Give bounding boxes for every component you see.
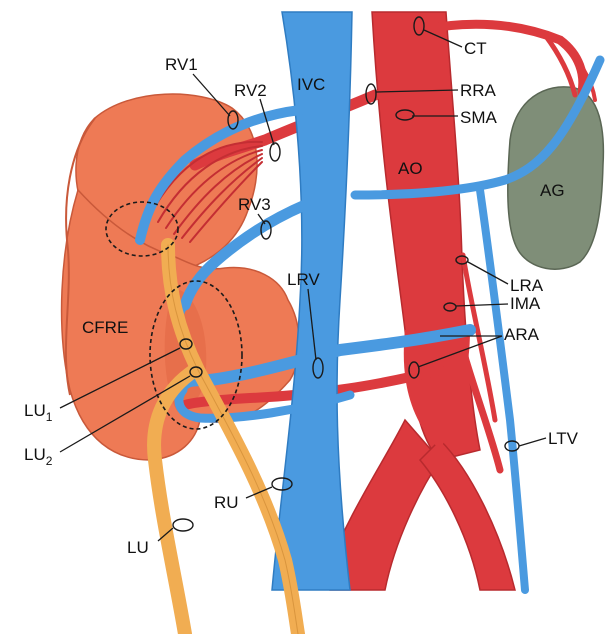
- label-ao: AO: [398, 159, 423, 178]
- label-cfre: CFRE: [82, 318, 128, 337]
- label-lrv: LRV: [287, 270, 320, 289]
- leader-ltv: [519, 438, 546, 446]
- label-rv3: RV3: [238, 195, 271, 214]
- label-ag: AG: [540, 181, 565, 200]
- label-ct: CT: [464, 39, 487, 58]
- ring-lu: [173, 519, 193, 531]
- label-lu: LU: [127, 538, 149, 557]
- label-lra: LRA: [510, 276, 544, 295]
- label-ima: IMA: [510, 294, 541, 313]
- ring-rv2: [270, 143, 280, 161]
- label-lu2: LU2: [24, 445, 53, 468]
- label-rra: RRA: [460, 81, 497, 100]
- label-lu1: LU1: [24, 401, 53, 424]
- label-rv1: RV1: [165, 55, 198, 74]
- label-ru: RU: [214, 493, 239, 512]
- label-ivc: IVC: [297, 75, 325, 94]
- label-lu2-base: LU: [24, 445, 46, 464]
- label-rv2: RV2: [234, 81, 267, 100]
- label-lu1-base: LU: [24, 401, 46, 420]
- label-sma: SMA: [460, 108, 498, 127]
- label-lu1-sub: 1: [46, 410, 53, 424]
- label-ara: ARA: [504, 325, 540, 344]
- adrenal-gland: [508, 87, 604, 269]
- label-lu2-sub: 2: [46, 454, 53, 468]
- label-ltv: LTV: [548, 429, 579, 448]
